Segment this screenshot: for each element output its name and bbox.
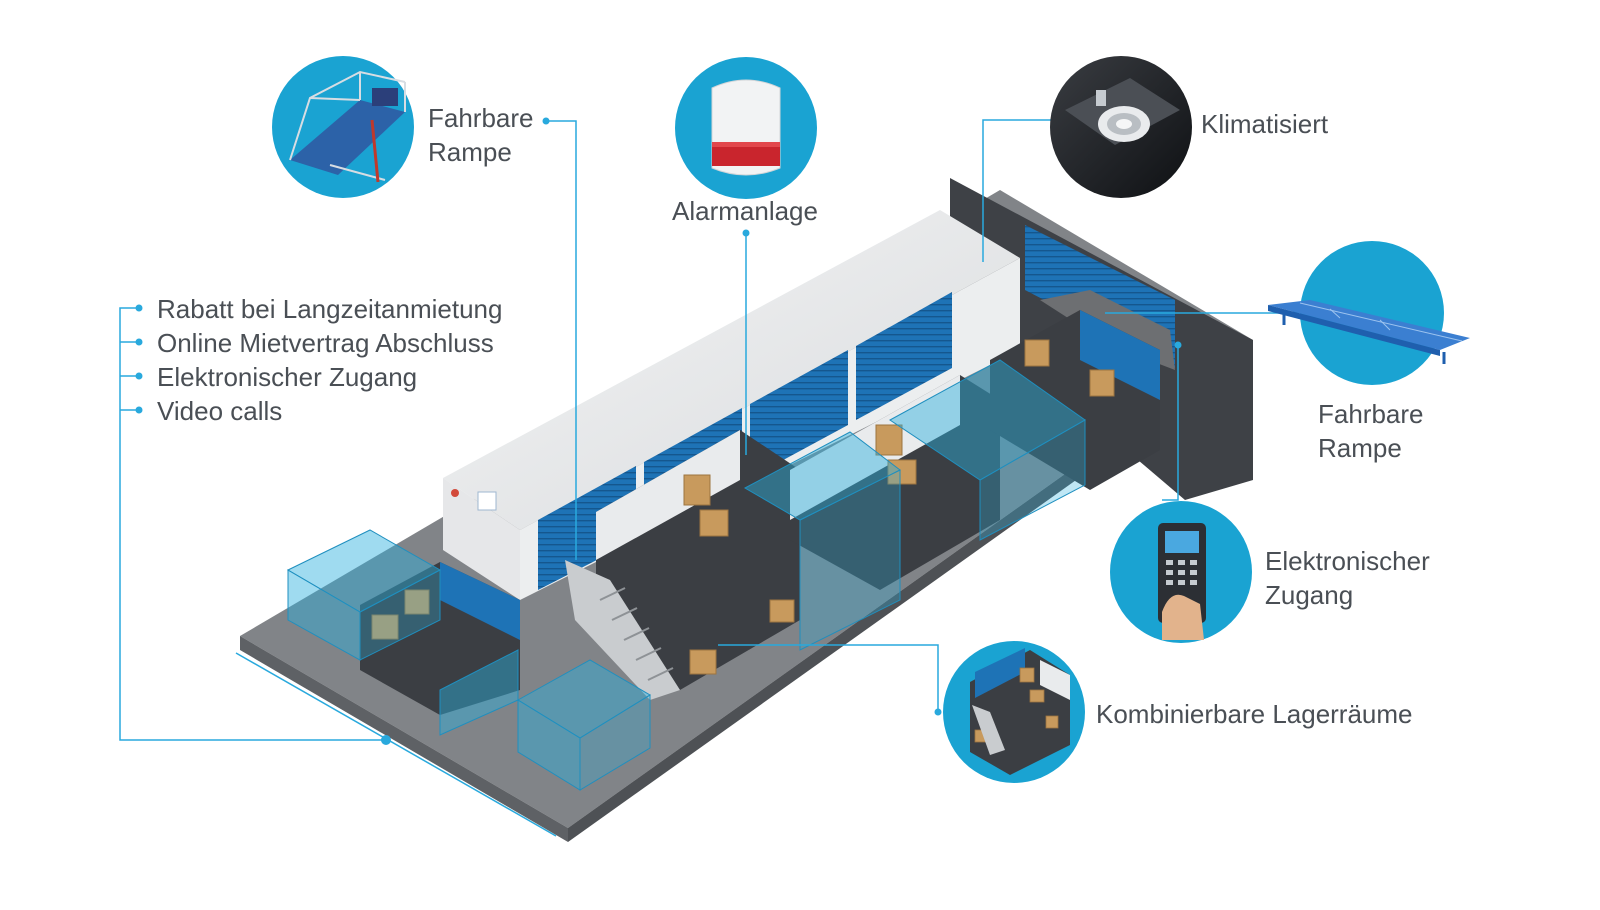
access-label-line1: Elektronischer (1265, 546, 1430, 576)
climate-label: Klimatisiert (1201, 109, 1329, 139)
cardboard-boxes (371, 339, 1115, 675)
connector-ramp-top (546, 120, 577, 560)
ramp-right-label-line1: Fahrbare (1318, 399, 1424, 429)
storage-label: Kombinierbare Lagerräume (1096, 699, 1413, 729)
air-vent-icon (1050, 56, 1192, 198)
shutter-door (538, 466, 636, 590)
feature-list: Rabatt bei Langzeitanmietung Online Miet… (157, 292, 502, 428)
room-wall (596, 430, 740, 560)
connector-storage (718, 644, 939, 712)
floor-slab-edge (240, 636, 568, 842)
staircase (565, 560, 680, 700)
container-roof (443, 210, 1020, 530)
feature-item: Elektronischer Zugang (157, 362, 418, 392)
ramp-right-label-line2: Rampe (1318, 433, 1402, 463)
storage-units-icon (943, 641, 1085, 783)
feature-item: Video calls (157, 396, 283, 426)
warning-light (451, 489, 459, 497)
room-wall (790, 375, 960, 520)
alarm-label: Alarmanlage (672, 196, 818, 226)
building-illustration (240, 178, 1253, 842)
container-front (443, 478, 520, 600)
loading-ramp-icon (1268, 241, 1470, 385)
connector-access (1162, 345, 1179, 501)
shutter-door (750, 350, 848, 478)
feature-bullet-ticks (120, 341, 139, 411)
ramp-top-label-line2: Rampe (428, 137, 512, 167)
room-wall (440, 562, 520, 640)
staircase-steps (599, 587, 674, 681)
shutter-door (856, 292, 952, 420)
feature-item: Rabatt bei Langzeitanmietung (157, 294, 503, 324)
connector-lines (119, 119, 1296, 837)
feature-item: Online Mietvertrag Abschluss (157, 328, 494, 358)
connector-features (119, 307, 386, 741)
glass-cubes (286, 359, 1086, 791)
room-wall (1080, 310, 1160, 400)
ramp-top-label: Fahrbare Rampe (428, 101, 534, 169)
keypad-reader-icon (1110, 501, 1252, 643)
stair-ramp-icon (272, 56, 414, 198)
ramp-top-label-line1: Fahrbare (428, 103, 534, 133)
ramp-right-label: Fahrbare Rampe (1318, 397, 1424, 465)
floor-edge-line (235, 652, 557, 837)
connector-climate (982, 119, 1066, 262)
access-label-line2: Zugang (1265, 580, 1354, 610)
alarm-siren-icon (675, 57, 817, 199)
logo-plate (477, 491, 497, 511)
access-label: Elektronischer Zugang (1265, 544, 1430, 612)
